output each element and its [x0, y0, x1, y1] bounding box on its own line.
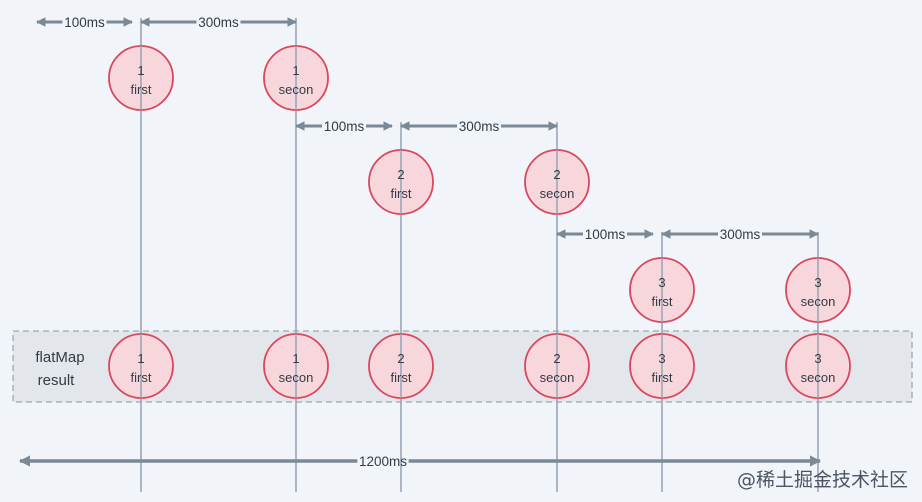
- result-emission-number-2: 1: [292, 351, 299, 366]
- interval-label-6: 300ms: [720, 227, 761, 242]
- source-emission-number-2: 1: [292, 63, 299, 78]
- result-emission-text-1: first: [131, 370, 152, 385]
- source-emission-4: 2 secon: [524, 149, 590, 215]
- source-emission-1: 1 first: [108, 45, 174, 111]
- source-emission-text-1: first: [131, 82, 152, 97]
- result-emission-5: 3 first: [629, 333, 695, 399]
- result-emission-4: 2 secon: [524, 333, 590, 399]
- result-emission-text-5: first: [652, 370, 673, 385]
- result-emission-text-4: secon: [540, 370, 575, 385]
- result-emission-text-3: first: [391, 370, 412, 385]
- result-emission-number-5: 3: [658, 351, 665, 366]
- source-emission-number-5: 3: [658, 275, 665, 290]
- source-emission-3: 2 first: [368, 149, 434, 215]
- source-emission-number-3: 2: [397, 167, 404, 182]
- result-emission-2: 1 secon: [263, 333, 329, 399]
- result-emission-number-1: 1: [137, 351, 144, 366]
- result-emission-number-6: 3: [814, 351, 821, 366]
- result-emission-number-4: 2: [553, 351, 560, 366]
- result-emission-text-2: secon: [279, 370, 314, 385]
- source-emission-text-6: secon: [801, 294, 836, 309]
- source-emission-number-4: 2: [553, 167, 560, 182]
- interval-label-4: 300ms: [459, 119, 500, 134]
- result-emission-3: 2 first: [368, 333, 434, 399]
- result-label-line2: result: [38, 372, 76, 389]
- result-label-line1: flatMap: [35, 349, 84, 366]
- source-emission-text-4: secon: [540, 186, 575, 201]
- interval-label-1: 100ms: [64, 15, 105, 30]
- interval-label-2: 300ms: [198, 15, 239, 30]
- source-emission-text-2: secon: [279, 82, 314, 97]
- source-emission-5: 3 first: [629, 257, 695, 323]
- watermark: @稀土掘金技术社区: [736, 469, 908, 491]
- source-emission-6: 3 secon: [785, 257, 851, 323]
- source-emission-text-5: first: [652, 294, 673, 309]
- total-duration-label: 1200ms: [359, 454, 407, 469]
- result-emission-6: 3 secon: [785, 333, 851, 399]
- source-emission-text-3: first: [391, 186, 412, 201]
- source-emission-number-6: 3: [814, 275, 821, 290]
- interval-label-5: 100ms: [585, 227, 626, 242]
- source-emission-number-1: 1: [137, 63, 144, 78]
- result-emission-text-6: secon: [801, 370, 836, 385]
- source-emission-2: 1 secon: [263, 45, 329, 111]
- result-emission-number-3: 2: [397, 351, 404, 366]
- interval-label-3: 100ms: [324, 119, 365, 134]
- result-emission-1: 1 first: [108, 333, 174, 399]
